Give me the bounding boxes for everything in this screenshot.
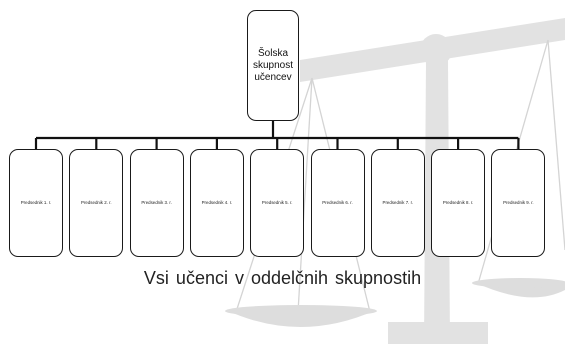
- child-node-label: Predsednik 8. r.: [442, 200, 474, 205]
- child-node: Predsednik 8. r.: [431, 149, 486, 257]
- child-node-label: Predsednik 1. r.: [20, 200, 52, 205]
- child-node-label: Predsednik 5. r.: [261, 200, 293, 205]
- child-node: Predsednik 1. r.: [9, 149, 63, 257]
- child-node: Predsednik 9. r.: [491, 149, 546, 257]
- diagram-caption: Vsi učenci v oddelčnih skupnostih: [143, 268, 422, 288]
- child-node-label: Predsednik 2. r.: [81, 200, 112, 205]
- child-node: Predsednik 7. r.: [370, 149, 425, 257]
- child-node-label: Predsednik 3. r.: [141, 200, 172, 205]
- child-node: Predsednik 6. r.: [310, 149, 365, 257]
- child-node: Predsednik 5. r.: [250, 149, 305, 257]
- root-node: Šolska skupnost učencev: [247, 10, 299, 121]
- child-node: Predsednik 2. r.: [69, 149, 124, 257]
- child-node-label: Predsednik 9. r.: [503, 200, 534, 205]
- child-node: Predsednik 4. r.: [189, 149, 244, 257]
- child-node: Predsednik 3. r.: [129, 149, 184, 257]
- child-node-label: Predsednik 4. r.: [201, 200, 233, 205]
- root-node-label: Šolska skupnost učencev: [252, 47, 294, 83]
- child-node-label: Predsednik 7. r.: [382, 200, 414, 205]
- child-node-label: Predsednik 6. r.: [322, 200, 353, 205]
